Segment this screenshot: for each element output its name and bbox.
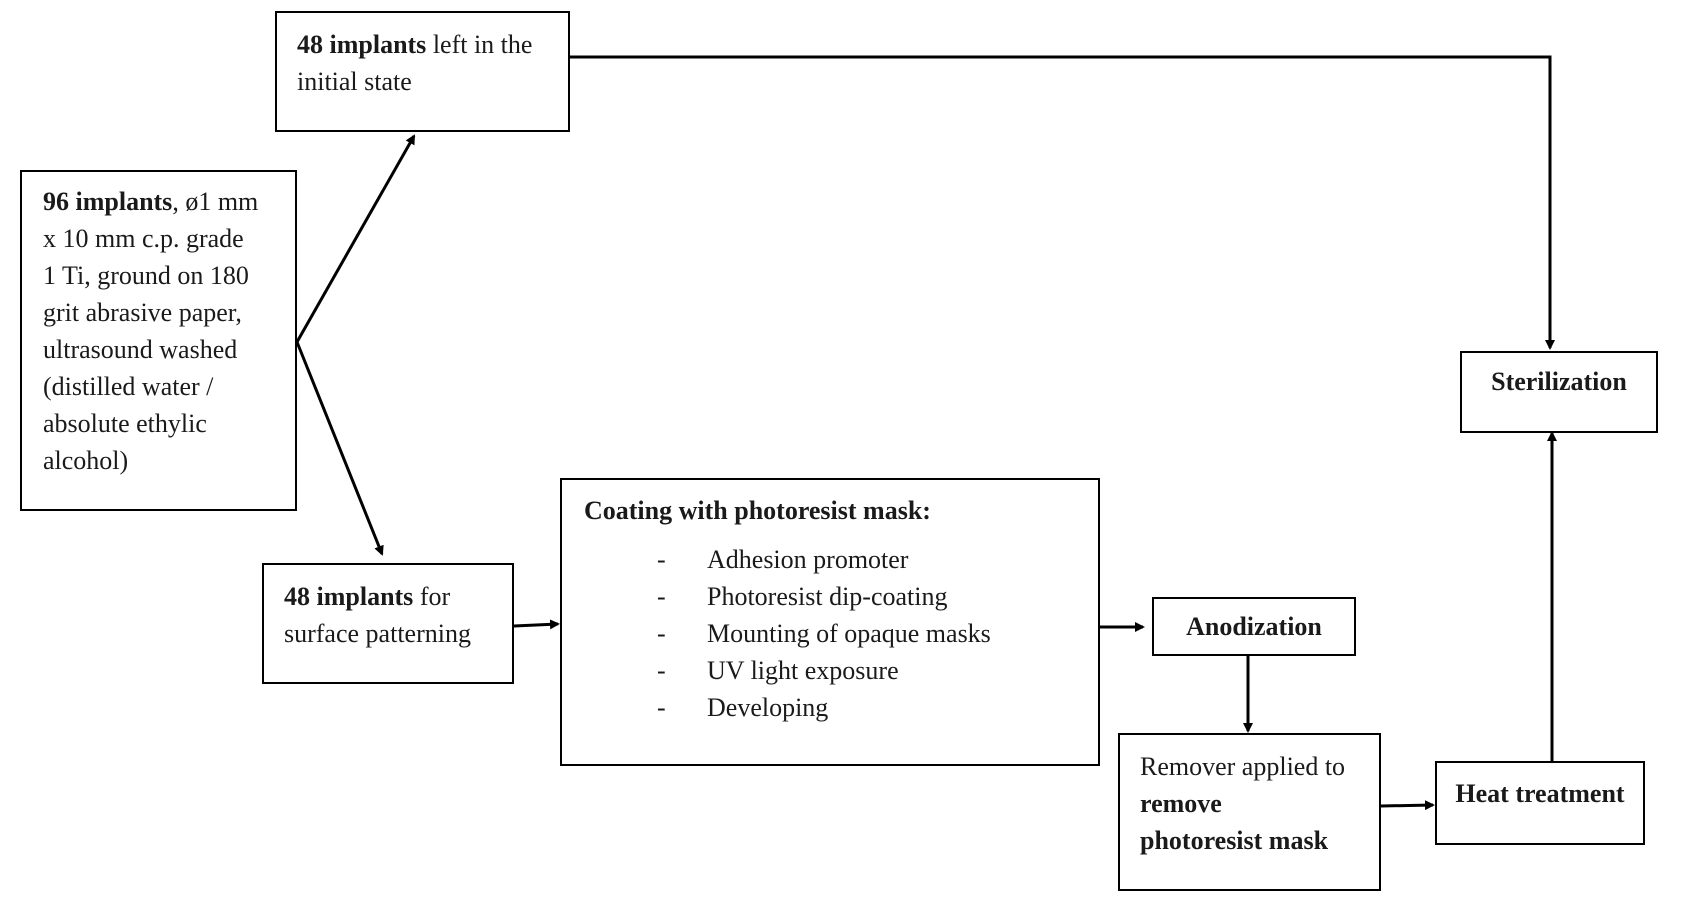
- remover-line-1: Remover applied to: [1140, 752, 1346, 781]
- arrow-initial-to-sterilization: [570, 55, 1555, 350]
- step-dash: -: [657, 619, 666, 648]
- source-line-7: absolute ethylic: [43, 409, 207, 438]
- arrow-remover-to-heat: [1380, 800, 1435, 811]
- source-line-3: 1 Ti, ground on 180: [43, 261, 249, 290]
- initial-line-1: 48 implants left in the: [297, 26, 558, 63]
- step-label: Adhesion promoter: [707, 545, 909, 574]
- step-label: UV light exposure: [707, 656, 899, 685]
- heat-label: Heat treatment: [1455, 779, 1625, 808]
- anodization-label: Anodization: [1186, 612, 1322, 641]
- step-dash: -: [657, 656, 666, 685]
- step-dash: -: [657, 545, 666, 574]
- remover-box: Remover applied to remove photoresist ma…: [1118, 733, 1381, 891]
- source-line-1: 96 implants, ø1 mm: [43, 183, 285, 220]
- anodization-box: Anodization: [1152, 597, 1356, 656]
- initial-count: 48 implants: [297, 30, 427, 59]
- step-label: Photoresist dip-coating: [707, 582, 948, 611]
- coating-step: - Photoresist dip-coating: [584, 578, 1088, 615]
- source-line-5: ultrasound washed: [43, 335, 238, 364]
- coating-step: - Adhesion promoter: [584, 541, 1088, 578]
- remover-line-3: photoresist mask: [1140, 826, 1329, 855]
- step-dash: -: [657, 693, 666, 722]
- initial-state-box: 48 implants left in the initial state: [275, 11, 570, 132]
- source-line-6: (distilled water /: [43, 372, 214, 401]
- coating-steps: - Adhesion promoter - Photoresist dip-coat…: [584, 541, 1088, 726]
- sterilization-box: Sterilization: [1460, 351, 1658, 433]
- initial-text-1: left in the: [426, 30, 533, 59]
- source-line-8: alcohol): [43, 446, 129, 475]
- source-line-2: x 10 mm c.p. grade: [43, 224, 244, 253]
- coating-step: - Developing: [584, 689, 1088, 726]
- patterning-line-2: surface patterning: [284, 619, 471, 648]
- surface-patterning-box: 48 implants for surface patterning: [262, 563, 514, 684]
- remover-line-2: remove: [1140, 789, 1222, 818]
- step-label: Developing: [707, 693, 829, 722]
- sterilization-label: Sterilization: [1491, 367, 1627, 396]
- coating-step: - UV light exposure: [584, 652, 1088, 689]
- patterning-line-1: 48 implants for: [284, 578, 502, 615]
- patterning-text-1: for: [413, 582, 451, 611]
- photoresist-coating-box: Coating with photoresist mask: - Adhesion…: [560, 478, 1100, 766]
- arrow-patterning-to-coating: [513, 619, 560, 630]
- initial-line-2: initial state: [297, 67, 412, 96]
- arrow-source-to-initial: [295, 134, 416, 343]
- step-label: Mounting of opaque masks: [707, 619, 991, 648]
- step-dash: -: [657, 582, 666, 611]
- arrow-source-to-patterning: [295, 341, 384, 556]
- source-implants-box: 96 implants, ø1 mm x 10 mm c.p. grade 1 …: [20, 170, 297, 511]
- source-count: 96 implants: [43, 187, 173, 216]
- coating-step: - Mounting of opaque masks: [584, 615, 1088, 652]
- heat-treatment-box: Heat treatment: [1435, 761, 1645, 845]
- source-line-4: grit abrasive paper,: [43, 298, 242, 327]
- patterning-count: 48 implants: [284, 582, 414, 611]
- source-text-1: , ø1 mm: [172, 187, 259, 216]
- coating-title: Coating with photoresist mask:: [584, 496, 931, 525]
